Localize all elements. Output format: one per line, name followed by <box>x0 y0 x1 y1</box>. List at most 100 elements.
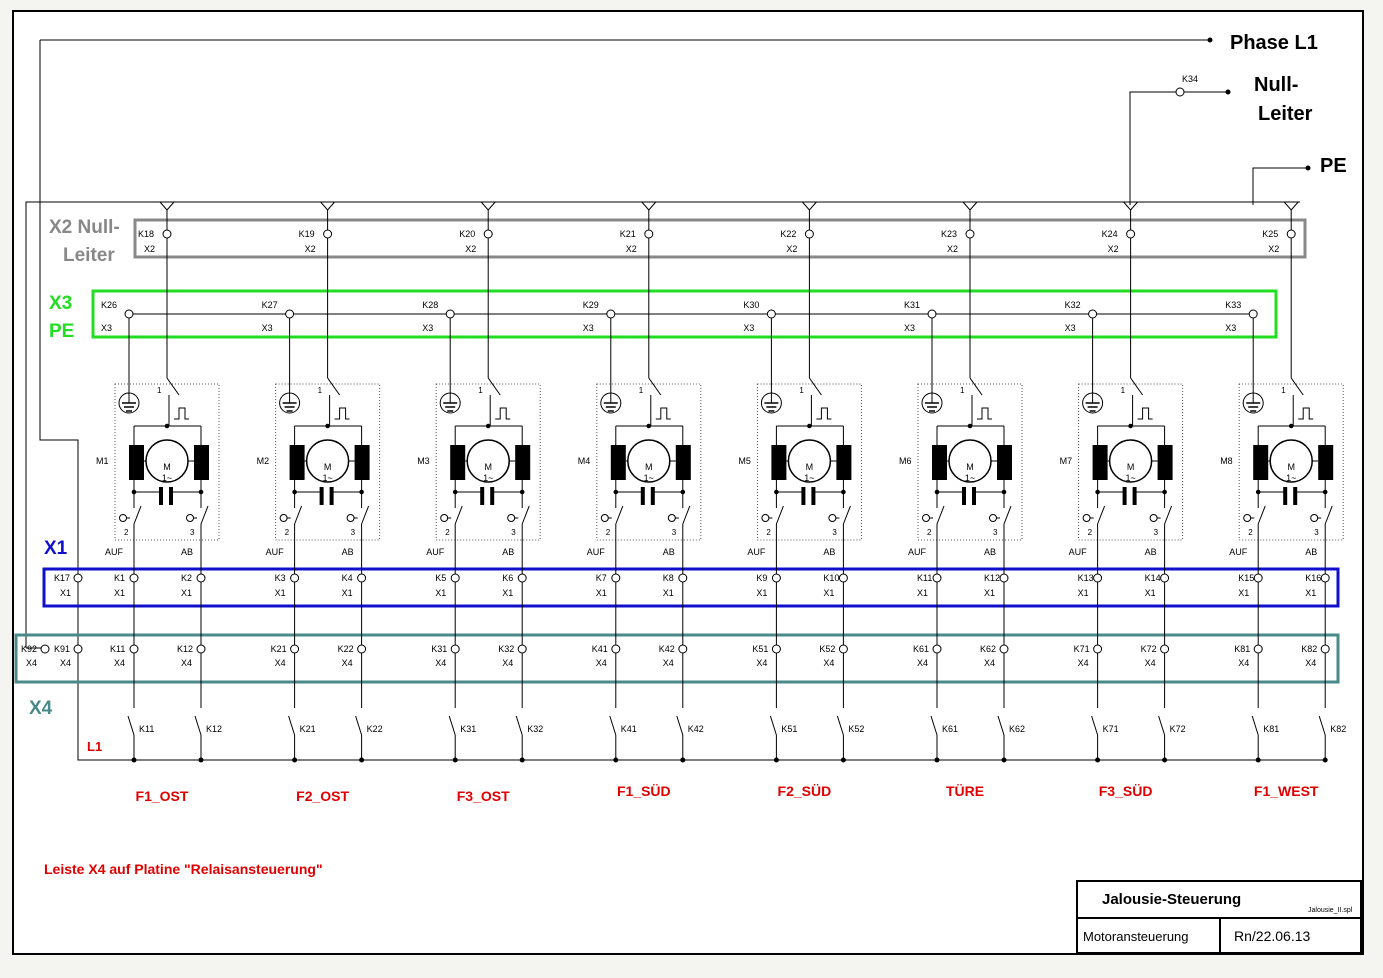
motor-icon: M1~ <box>305 439 350 483</box>
x2-terminal-x: X2 <box>465 244 476 254</box>
motor-letter: M <box>806 462 814 472</box>
x3-terminal-label: K28 <box>422 300 438 310</box>
motor-icon: M1~ <box>1108 439 1153 483</box>
k34-label: K34 <box>1182 74 1198 84</box>
winding-up <box>610 445 626 480</box>
capacitor-plate <box>1283 487 1288 505</box>
x1-down-x: X1 <box>984 588 995 598</box>
x4-up-x: X4 <box>435 658 446 668</box>
x3-terminal-x: X3 <box>1225 323 1236 333</box>
motor-letter: M <box>163 462 171 472</box>
capacitor-plate <box>640 487 645 505</box>
down-label: AB <box>663 547 675 557</box>
x2-terminal-label: K18 <box>138 229 154 239</box>
x1-down-terminal: K2 <box>181 573 192 583</box>
x3-terminal-x: X3 <box>422 323 433 333</box>
pin-1: 1 <box>799 386 804 395</box>
x1-up-x: X1 <box>596 588 607 598</box>
null-label-1: Null- <box>1254 74 1298 96</box>
capacitor-plate <box>1293 487 1298 505</box>
x3-terminal-label: K32 <box>1065 300 1081 310</box>
down-label: AB <box>823 547 835 557</box>
capacitor-plate <box>1122 487 1127 505</box>
x2-terminal-x: X2 <box>305 244 316 254</box>
x4-up-terminal: K41 <box>592 644 608 654</box>
file-text: Jalousie_II.spl <box>1308 907 1353 914</box>
relay-up-label: K71 <box>1103 724 1119 734</box>
relay-up-label: K51 <box>781 724 797 734</box>
pin-3: 3 <box>1314 528 1319 537</box>
author-date-text: Rn/22.06.13 <box>1234 928 1310 944</box>
pin-1: 1 <box>157 386 162 395</box>
motor-box <box>756 383 862 541</box>
x1-up-terminal: K5 <box>435 573 446 583</box>
x4-up-terminal: K51 <box>752 644 768 654</box>
x3-terminal-label: K33 <box>1225 300 1241 310</box>
thermal-pulse-icon <box>495 407 511 420</box>
motor-name: M8 <box>1220 456 1233 466</box>
relay-down-label: K42 <box>688 724 704 734</box>
x3-terminal-x: X3 <box>101 323 112 333</box>
x4-down-x: X4 <box>823 658 834 668</box>
motor-wave: 1~ <box>322 473 332 483</box>
motor-icon: M1~ <box>948 439 992 483</box>
group-label: F3_OST <box>457 788 510 804</box>
capacitor-plate <box>169 487 173 505</box>
motor-wave: 1~ <box>483 473 493 483</box>
x2-label-2: Leiter <box>63 245 115 266</box>
thermal-pulse-icon <box>1298 407 1314 420</box>
thermal-pulse-icon <box>816 407 832 420</box>
motor-box <box>435 383 541 541</box>
ground-icon <box>1082 392 1104 414</box>
motor-letter: M <box>1287 462 1295 472</box>
x2-terminal-label: K25 <box>1262 229 1278 239</box>
up-label: AUF <box>908 547 927 557</box>
group-label: F1_WEST <box>1254 783 1319 799</box>
x4-down-terminal: K42 <box>659 644 675 654</box>
svg-text:X4: X4 <box>60 658 71 668</box>
sheet-border <box>12 10 1364 955</box>
x1-extra-terminal: K17 X1 <box>54 573 83 598</box>
x1-up-terminal: K1 <box>114 573 125 583</box>
x3-label-1: X3 <box>49 293 72 314</box>
winding-down <box>836 445 852 480</box>
up-label: AUF <box>105 547 124 557</box>
svg-text:K17: K17 <box>54 573 70 583</box>
winding-down <box>675 445 691 480</box>
capacitor-plate <box>972 487 976 505</box>
up-label: AUF <box>587 547 606 557</box>
motor-letter: M <box>645 462 653 472</box>
x4-up-terminal: K61 <box>913 644 929 654</box>
winding-down <box>194 445 209 480</box>
x2-terminal-label: K23 <box>941 229 957 239</box>
x4-down-terminal: K12 <box>177 644 193 654</box>
winding-down <box>354 445 370 480</box>
x1-down-terminal: K16 <box>1305 573 1321 583</box>
winding-up <box>771 445 787 480</box>
relay-down-label: K12 <box>206 724 222 734</box>
winding-up <box>450 445 466 480</box>
group-label: F1_OST <box>136 788 189 804</box>
capacitor-plate <box>801 487 806 505</box>
x4-down-x: X4 <box>181 658 192 668</box>
motor-name: M6 <box>899 456 912 466</box>
x4-down-x: X4 <box>663 658 674 668</box>
motor-icon: M1~ <box>627 439 671 483</box>
thermal-pulse-icon <box>655 407 671 420</box>
relay-down-label: K52 <box>848 724 864 734</box>
motor-box <box>114 383 220 541</box>
motor-letter: M <box>324 462 332 472</box>
svg-text:X4: X4 <box>26 658 37 668</box>
x1-up-terminal: K9 <box>756 573 767 583</box>
x1-down-x: X1 <box>1145 588 1156 598</box>
svg-text:K92: K92 <box>21 644 37 654</box>
x4-up-terminal: K71 <box>1074 644 1090 654</box>
motor-letter: M <box>966 462 974 472</box>
x1-down-x: X1 <box>1305 588 1316 598</box>
x2-terminal-label: K20 <box>459 229 475 239</box>
x4-down-terminal: K22 <box>338 644 354 654</box>
platine-note: Leiste X4 auf Platine "Relaisansteuerung… <box>44 861 323 877</box>
x1-up-x: X1 <box>1078 588 1089 598</box>
